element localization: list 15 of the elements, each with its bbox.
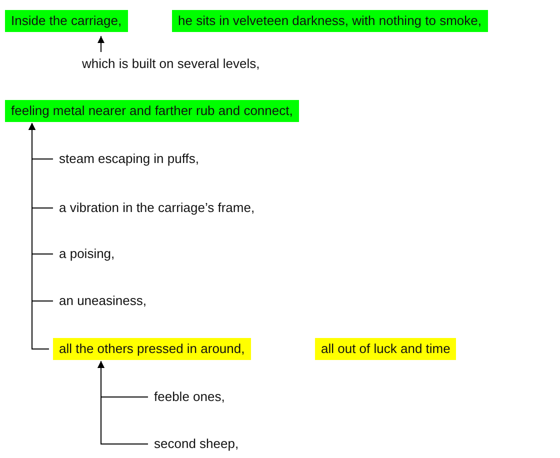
text-label: which is built on several levels, xyxy=(80,56,262,72)
highlighted-text-box: Inside the carriage, xyxy=(5,10,128,32)
highlighted-text-box: all the others pressed in around, xyxy=(53,338,251,360)
text-label: a poising, xyxy=(57,246,117,262)
connector-arrow xyxy=(98,36,104,52)
highlighted-text-box: he sits in velveteen darkness, with nothing to smoke, xyxy=(172,10,488,32)
connector-arrow xyxy=(28,122,50,350)
text-label: second sheep, xyxy=(152,436,241,452)
text-label: a vibration in the carriage’s frame, xyxy=(57,200,257,216)
highlighted-text-box: all out of luck and time xyxy=(315,338,456,360)
connector-arrow xyxy=(98,360,148,444)
text-label: steam escaping in puffs, xyxy=(57,151,201,167)
text-label: feeble ones, xyxy=(152,389,227,405)
text-label: an uneasiness, xyxy=(57,293,148,309)
highlighted-text-box: feeling metal nearer and farther rub and connect, xyxy=(5,100,299,122)
